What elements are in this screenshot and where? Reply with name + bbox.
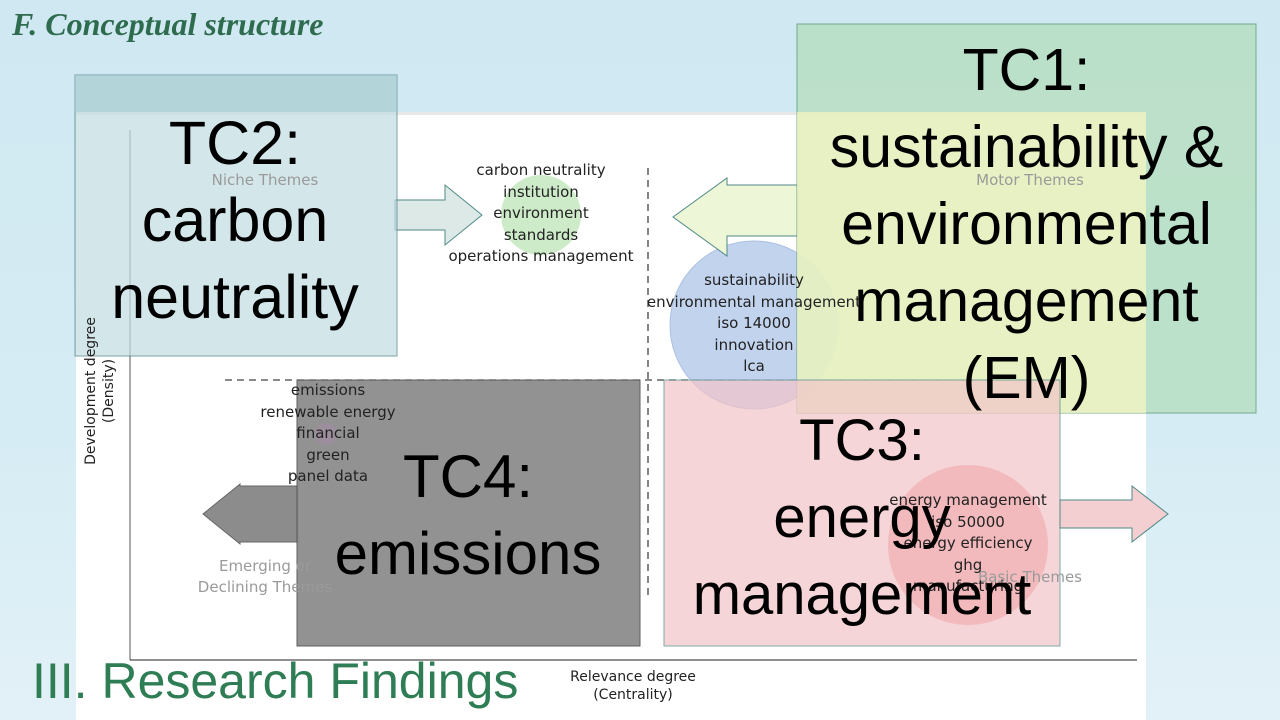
tc3-label-line: management bbox=[692, 562, 1032, 627]
quadrant-label-emerging-line2: Declining Themes bbox=[197, 578, 333, 596]
term: carbon neutrality bbox=[476, 161, 606, 179]
x-axis-label-line1: Relevance degree bbox=[570, 669, 696, 685]
tc4-box bbox=[296, 379, 641, 647]
tc2-label-line: carbon bbox=[141, 186, 329, 254]
term: lca bbox=[743, 357, 765, 376]
tc4-label-line: emissions bbox=[334, 520, 602, 587]
x-axis-label-line2: (Centrality) bbox=[593, 687, 673, 703]
quadrant-label-emerging: Emerging or Declining Themes bbox=[185, 556, 345, 598]
cluster-bubble-green bbox=[501, 175, 581, 255]
term: environment bbox=[493, 204, 589, 223]
tc4-arrow bbox=[202, 482, 299, 546]
cluster-terms-red: energy management iso 50000 energy effic… bbox=[858, 490, 1078, 598]
tc1-label-line: TC1: bbox=[962, 37, 1091, 103]
cluster-bubble-purple bbox=[315, 423, 337, 445]
term: renewable energy bbox=[260, 402, 396, 421]
tc1-label-line: sustainability & bbox=[829, 114, 1224, 180]
term: environmental management bbox=[646, 292, 862, 311]
footer-title: III. Research Findings bbox=[32, 653, 519, 709]
tc2-box bbox=[74, 74, 398, 357]
tc3-label: TC3: energy management bbox=[654, 402, 1070, 633]
tc4-label-line: TC4: bbox=[402, 443, 534, 510]
tc2-label: TC2: carbon neutrality bbox=[75, 105, 395, 336]
term: energy efficiency bbox=[903, 534, 1033, 553]
cluster-terms-green: carbon neutrality institution environmen… bbox=[431, 160, 651, 268]
x-axis-label: Relevance degree (Centrality) bbox=[553, 668, 713, 704]
term: iso 14000 bbox=[717, 314, 791, 333]
term: financial bbox=[296, 424, 360, 443]
tc2-label-line: TC2: bbox=[168, 109, 302, 177]
tc3-label-line: energy bbox=[773, 485, 951, 550]
tc3-label-line: TC3: bbox=[799, 408, 925, 473]
term: emissions bbox=[290, 381, 366, 399]
term: operations management bbox=[448, 247, 634, 266]
quadrant-label-basic: Basic Themes bbox=[977, 568, 1083, 586]
term: sustainability bbox=[704, 271, 804, 289]
plot-top-band bbox=[76, 112, 1146, 115]
term: ghg bbox=[953, 555, 983, 574]
tc1-label-line: (EM) bbox=[962, 345, 1091, 411]
tc1-arrow bbox=[672, 177, 799, 257]
tc1-label-line: management bbox=[854, 268, 1199, 334]
quadrant-label-motor: Motor Themes bbox=[976, 171, 1084, 189]
term: standards bbox=[503, 225, 579, 244]
tc2-arrow bbox=[394, 183, 483, 247]
tc3-arrow bbox=[1059, 484, 1169, 544]
term: green bbox=[306, 445, 350, 464]
quadrant-label-niche: Niche Themes bbox=[211, 171, 319, 189]
tc1-overlay bbox=[797, 112, 1146, 413]
term: panel data bbox=[287, 467, 369, 486]
tc2-box-top bbox=[75, 75, 397, 112]
tc4-label: TC4: emissions bbox=[300, 438, 636, 592]
section-label: F. Conceptual structure bbox=[12, 6, 324, 42]
cluster-terms-purple: emissions renewable energy financial gre… bbox=[230, 380, 426, 488]
term: iso 50000 bbox=[931, 512, 1005, 531]
quadrant-label-emerging-line1: Emerging or bbox=[218, 557, 312, 575]
tc1-label-line: environmental bbox=[841, 191, 1212, 257]
term: energy management bbox=[889, 491, 1047, 509]
cluster-terms-blue: sustainability environmental management … bbox=[624, 270, 884, 378]
tc1-label: TC1: sustainability & environmental mana… bbox=[797, 32, 1256, 417]
term: institution bbox=[503, 182, 579, 201]
tc3-box bbox=[663, 379, 1061, 647]
tc2-label-line: neutrality bbox=[111, 263, 359, 331]
term: innovation bbox=[714, 335, 794, 354]
term: manufacturing bbox=[912, 577, 1024, 596]
